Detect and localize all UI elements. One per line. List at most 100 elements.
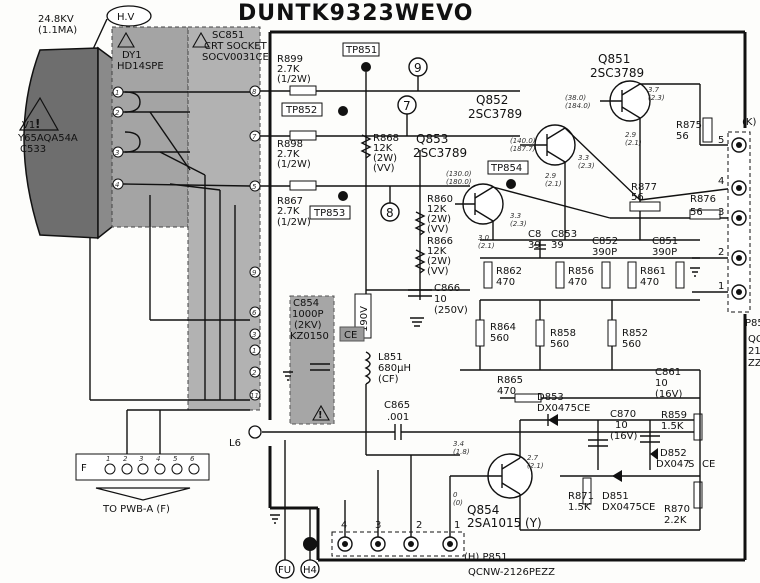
to-pwb-label: TO PWB-A (F)	[102, 504, 170, 515]
socket-part: SOCV0031CE	[202, 52, 269, 63]
q852-voltage: (187.7)	[510, 145, 536, 153]
k-pin-label: 2	[718, 247, 724, 258]
f-pin-label: 4	[156, 455, 160, 463]
node-9-label: 9	[414, 61, 422, 75]
c870-value: 10	[615, 420, 628, 431]
q852-voltage: (2.3)	[578, 162, 595, 170]
f-pin-label: 1	[106, 455, 110, 463]
deflection-yoke-block: DY1 HD14SPE 1 2 3 4	[111, 26, 189, 228]
resistor-r852	[607, 319, 617, 347]
crt-ref: V1	[22, 120, 35, 131]
dy-pin-label: 4	[115, 181, 119, 189]
socket-shaded-area	[187, 26, 261, 411]
resistor-r868	[360, 134, 372, 159]
r861-ref: R861	[640, 266, 666, 277]
resistor-r866	[414, 249, 426, 274]
resistor-r861	[627, 261, 637, 289]
c8-ref: C8	[528, 229, 541, 240]
c854-value: 1000P	[292, 309, 323, 320]
crt-warning-mark: !	[35, 117, 40, 131]
c861-ref: C861	[655, 367, 681, 378]
tp851-dot	[361, 62, 371, 72]
d852-ref: D852	[660, 448, 687, 459]
c852-ref: C852	[592, 236, 618, 247]
r898-ref: R898	[277, 139, 303, 150]
socket-warning-icon	[192, 31, 210, 48]
bottom-right-cluster: R865 470 D853 DX0475CE C870 10 (16V) C86…	[497, 367, 715, 531]
q851-voltage: (38.0)	[565, 94, 586, 102]
r856-ref: R856	[568, 266, 594, 277]
l6-terminal	[248, 425, 262, 439]
c861-value: 10	[655, 378, 668, 389]
socket-pin-label: 6	[252, 309, 257, 317]
q853-voltage: (180.0)	[446, 178, 472, 186]
f-connector: F 1 2 3 4 5 6 TO PWB-A (F)	[75, 409, 250, 515]
r899-rating: (1/2W)	[277, 74, 311, 85]
d852-part: DX047	[656, 459, 690, 470]
ce-label: CE	[702, 459, 715, 470]
r852-value: 560	[622, 339, 641, 350]
c870-rating: (16V)	[610, 431, 637, 442]
crt-warning-icon	[18, 96, 60, 131]
crt-socket-block: SC851 CRT SOCKET SOCV0031CE	[187, 26, 269, 411]
q853-voltage: (2.3)	[510, 220, 527, 228]
resistor-r856	[555, 261, 565, 289]
crt-part: Y65AQA54A	[17, 133, 78, 144]
r859-value: 1.5K	[661, 421, 684, 432]
r858-value: 560	[550, 339, 569, 350]
r860-type: (VV)	[427, 224, 449, 235]
k-pin-label: 5	[718, 135, 724, 146]
p85-label: P85	[745, 318, 760, 329]
bias-resistor-chain: R868 12K (2W) (VV) R860 12K (2W) (VV) R8…	[360, 72, 470, 316]
v190-label: 190V	[359, 306, 370, 332]
q852-part: 2SC3789	[468, 107, 522, 121]
hv-spec-ma: (1.1MA)	[38, 25, 77, 36]
load-resistor-bank: R862 470 R856 470 R861 470 C8 39 C853 39…	[460, 229, 700, 371]
r867-ref: R867	[277, 196, 303, 207]
ground-icon	[690, 267, 700, 277]
r856-value: 470	[568, 277, 587, 288]
dy-pin-label: 2	[115, 109, 120, 117]
socket-pins: 8 7 5 9 6 3 1 2 11	[249, 85, 261, 401]
d851-ref: D851	[602, 491, 629, 502]
r870-ref: R870	[664, 504, 690, 515]
c865-ref: C865	[384, 400, 410, 411]
crt-extra: C533	[20, 144, 46, 155]
r859-ref: R859	[661, 410, 687, 421]
socket-pin-label: 7	[252, 133, 257, 141]
ground-icon	[283, 371, 293, 381]
r866-type: (VV)	[427, 266, 449, 277]
c851-ref: C851	[652, 236, 678, 247]
r870-value: 2.2K	[664, 515, 687, 526]
c8-value: 39	[528, 240, 541, 251]
tp853-label: TP853	[313, 208, 345, 219]
r867-rating: (1/2W)	[277, 217, 311, 228]
hv-label: H.V	[117, 12, 135, 23]
r864-value: 560	[490, 333, 509, 344]
f-pin-label: 6	[190, 455, 195, 463]
socket-pin-label: 3	[252, 331, 256, 339]
d853-part: DX0475CE	[537, 403, 590, 414]
c854-warning-icon	[312, 404, 330, 421]
socket-pin-label: 1	[252, 347, 256, 355]
q853-part: 2SC3789	[413, 146, 467, 160]
node-8-label: 8	[386, 206, 394, 220]
h-pin-label: 1	[454, 520, 460, 531]
resistor-r898	[289, 130, 317, 141]
h-connector: 4 3 2 1 (H) P851 QCNW-2126PEZZ	[331, 455, 555, 578]
inductor-l851	[364, 351, 371, 385]
r867-value: 2.7K	[277, 206, 300, 217]
f-connector-arrow	[95, 487, 191, 501]
resistor-r864	[475, 319, 485, 347]
k-pin-label: 3	[718, 207, 724, 218]
r866-rating: (2W)	[427, 256, 451, 267]
dy-pin-label: 3	[115, 149, 119, 157]
r868-rating: (2W)	[373, 153, 397, 164]
r898-rating: (1/2W)	[277, 159, 311, 170]
ground-symbols	[270, 267, 700, 524]
tp853-box	[309, 205, 351, 220]
dy-socket-wiring	[89, 91, 251, 401]
resistor-r877	[629, 201, 661, 212]
